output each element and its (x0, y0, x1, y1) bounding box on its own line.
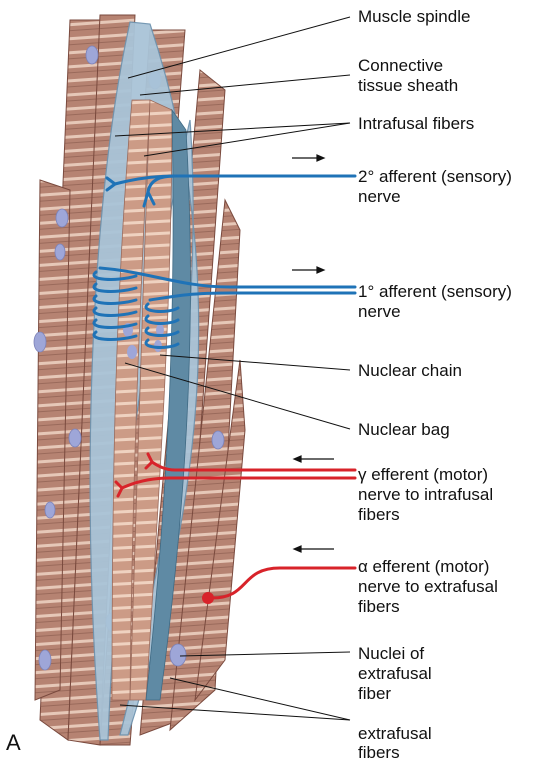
label-line: nerve to extrafusal (358, 577, 498, 597)
label-line: nerve to intrafusal (358, 485, 493, 505)
label-line: nerve (358, 187, 512, 207)
label-secondary-afferent: 2° afferent (sensory) nerve (358, 167, 512, 207)
label-muscle-spindle: Muscle spindle (358, 7, 470, 27)
label-intrafusal-fibers: Intrafusal fibers (358, 114, 474, 134)
label-connective-tissue-sheath: Connective tissue sheath (358, 56, 458, 96)
nucleus (56, 209, 68, 227)
label-line: fiber (358, 684, 432, 704)
nucleus (69, 429, 81, 447)
label-line: γ efferent (motor) (358, 465, 493, 485)
label-nuclear-bag: Nuclear bag (358, 420, 450, 440)
label-line: fibers (358, 505, 493, 525)
label-nuclear-chain: Nuclear chain (358, 361, 462, 381)
nucleus (39, 650, 51, 670)
arrow-right-icon (292, 267, 324, 273)
panel-letter: A (6, 733, 21, 753)
label-line: 1° afferent (sensory) (358, 282, 512, 302)
label-gamma-efferent: γ efferent (motor) nerve to intrafusal f… (358, 465, 493, 525)
nucleus (86, 46, 98, 64)
arrow-left-icon (294, 546, 334, 552)
label-line: tissue sheath (358, 76, 458, 96)
nucleus (34, 332, 46, 352)
label-line: Connective (358, 56, 458, 76)
label-line: extrafusal (358, 664, 432, 684)
label-line: Nuclei of (358, 644, 432, 664)
nucleus (45, 502, 55, 518)
direction-arrows (292, 155, 334, 552)
label-line: fibers (358, 597, 498, 617)
nucleus (212, 431, 224, 449)
nucleus (55, 244, 65, 260)
nucleus (170, 644, 186, 666)
label-primary-afferent: 1° afferent (sensory) nerve (358, 282, 512, 322)
label-line: nerve (358, 302, 512, 322)
alpha-efferent-nerve (212, 568, 355, 598)
nucleus (127, 345, 137, 359)
label-line: 2° afferent (sensory) (358, 167, 512, 187)
label-line: α efferent (motor) (358, 557, 498, 577)
arrow-left-icon (294, 456, 334, 462)
label-line: fibers (358, 743, 432, 762)
arrow-right-icon (292, 155, 324, 161)
label-line: extrafusal (358, 724, 432, 743)
motor-end-plate (202, 592, 214, 604)
label-extrafusal-fibers: extrafusal fibers (358, 724, 432, 762)
label-nuclei-of-extrafusal-fiber: Nuclei of extrafusal fiber (358, 644, 432, 704)
label-alpha-efferent: α efferent (motor) nerve to extrafusal f… (358, 557, 498, 617)
